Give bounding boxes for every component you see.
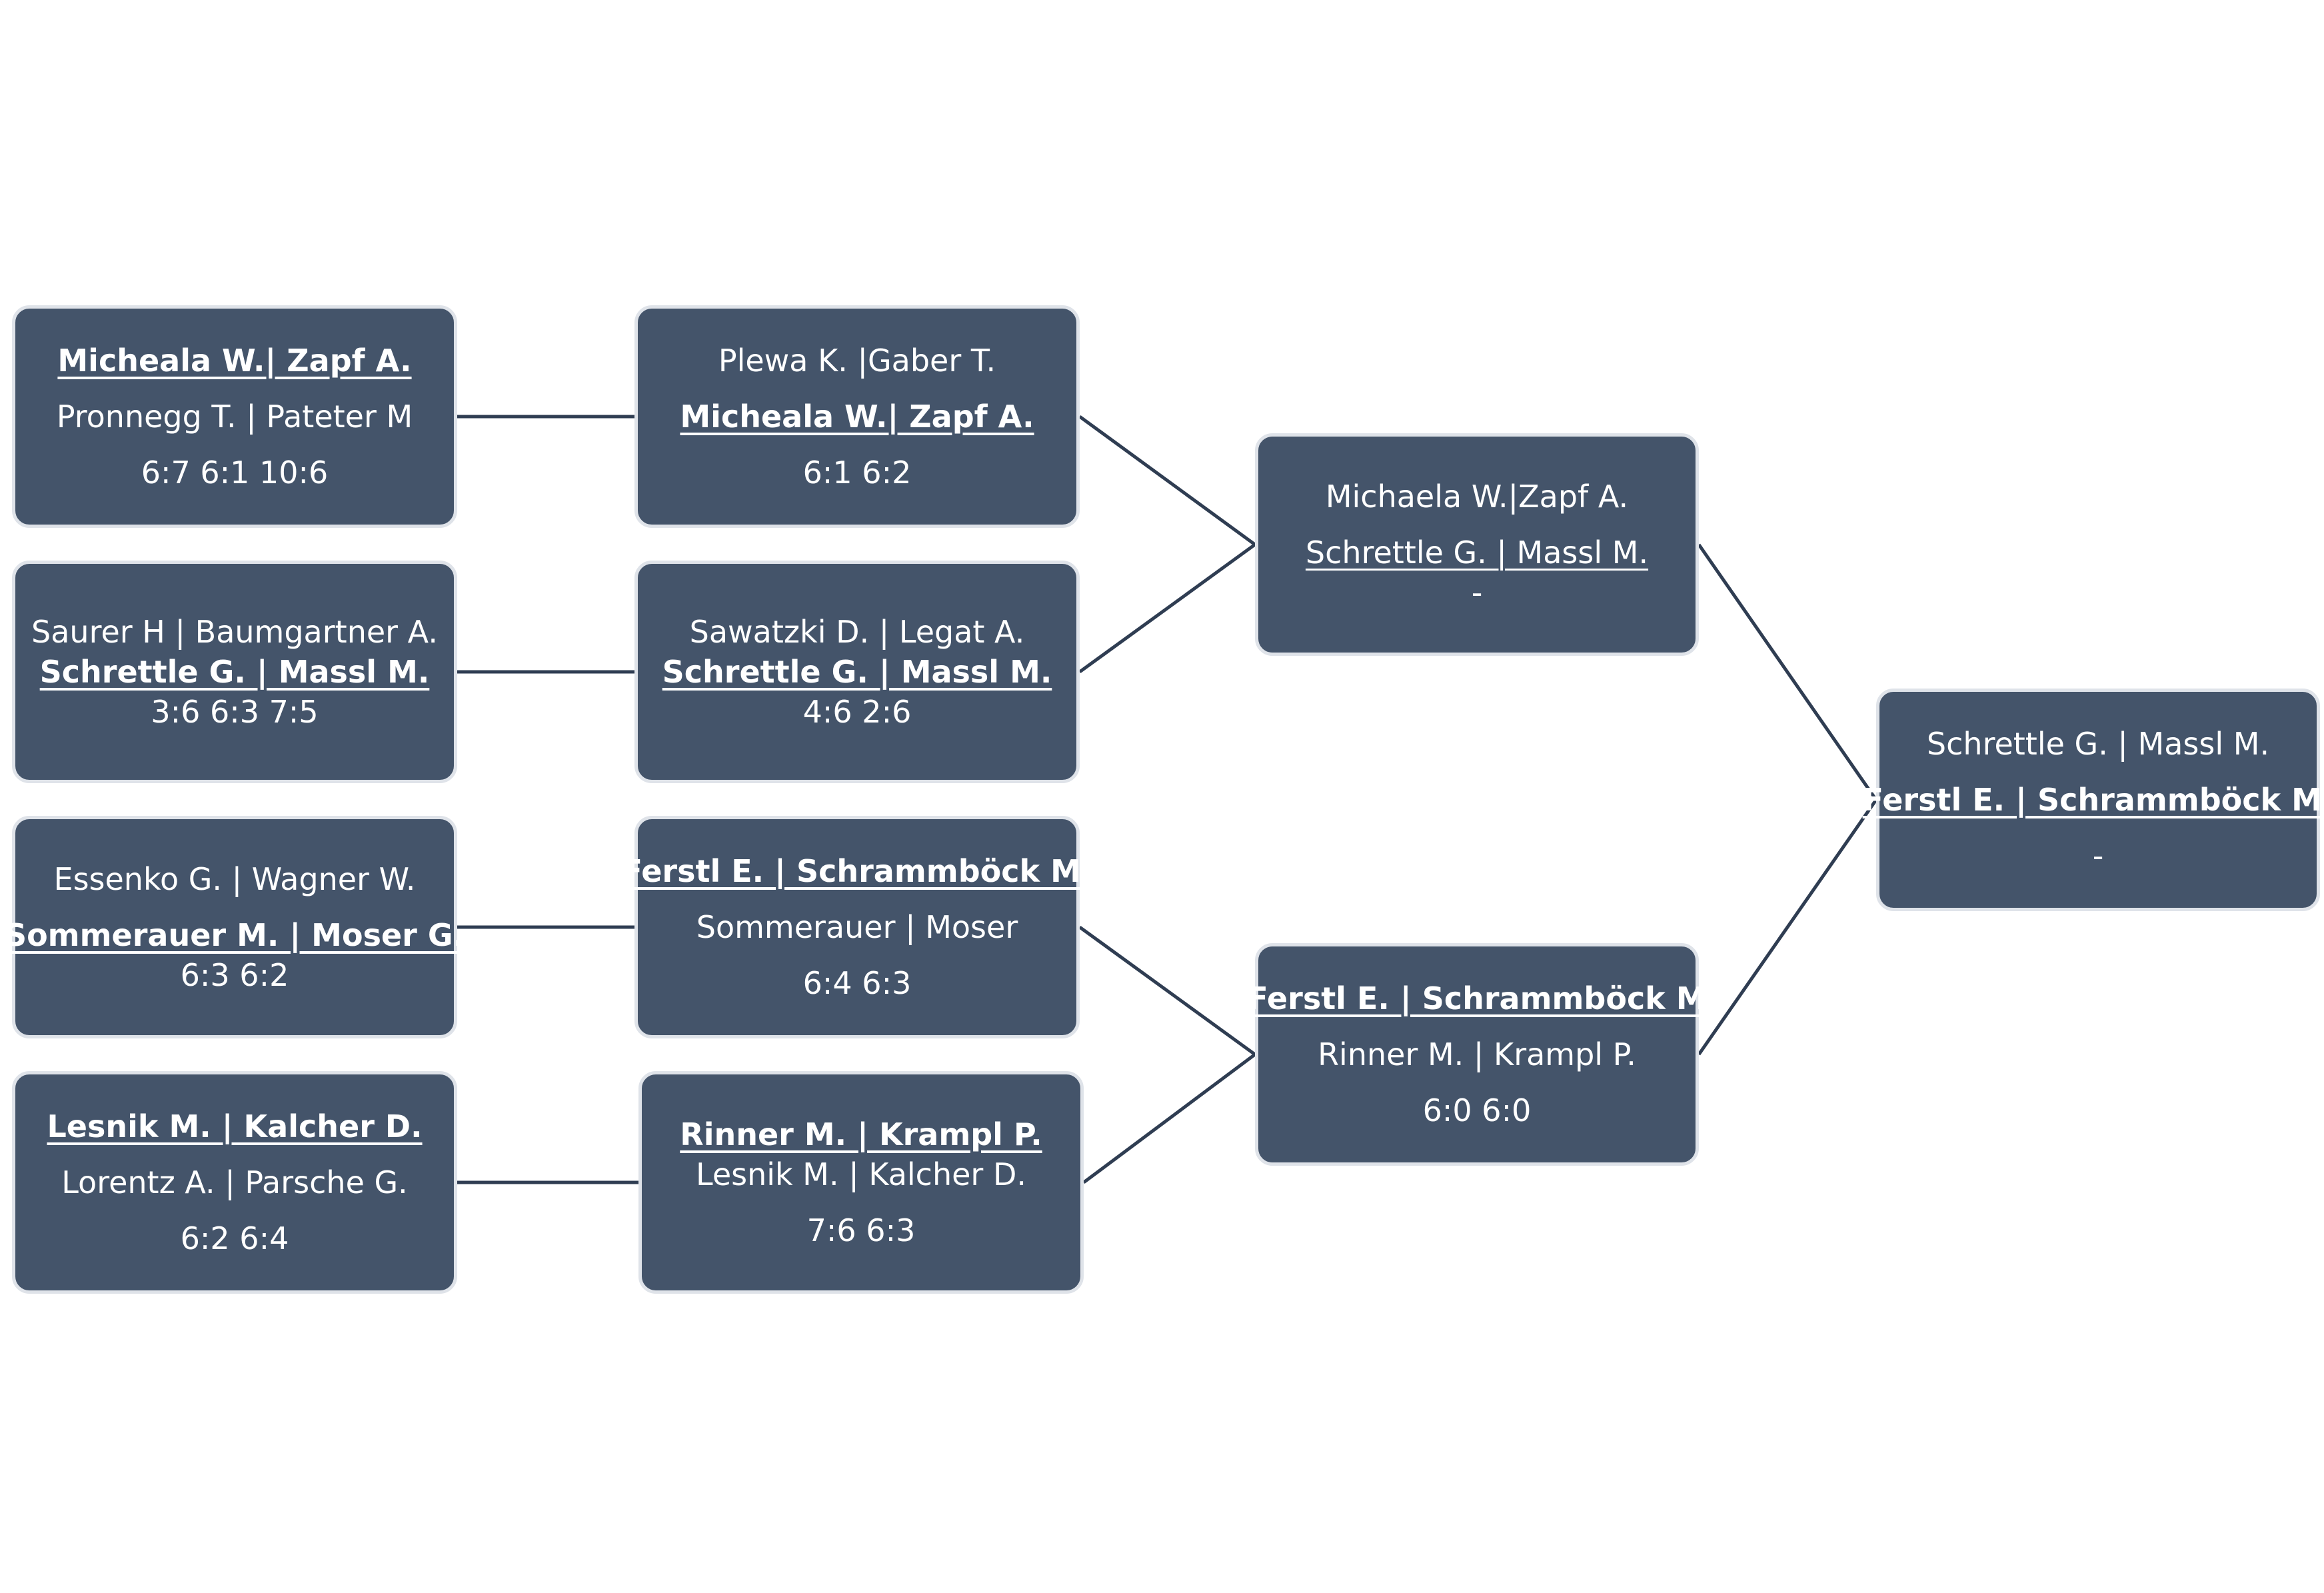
match-score: 6:0 6:0 [1422, 1092, 1532, 1128]
team-bottom: Schrettle G. | Massl M. [1305, 535, 1649, 571]
winner-team: Schrettle G. | Massl M. [662, 654, 1052, 690]
winner-team: Lesnik M. | Kalcher D. [47, 1108, 423, 1144]
match-score: 3:6 6:3 7:5 [151, 694, 319, 730]
connector-sf-m2 [1697, 798, 1878, 1056]
match-score: 4:6 2:6 [802, 694, 912, 730]
match-score: 6:4 6:3 [802, 965, 912, 1001]
match-r1-4: Lesnik M. | Kalcher D. Lorentz A. | Pars… [12, 1071, 457, 1294]
match-score: 6:2 6:4 [180, 1220, 289, 1256]
team-top: Schrettle G. | Massl M. [1926, 726, 2270, 762]
loser-team: Lesnik M. | Kalcher D. [696, 1156, 1026, 1192]
match-score: - [2092, 838, 2104, 874]
match-r1-1: Micheala W.| Zapf A. Pronnegg T. | Patet… [12, 305, 457, 528]
loser-team: Plewa K. |Gaber T. [718, 343, 996, 379]
match-sf-1: Michaela W.|Zapf A. Schrettle G. | Massl… [1255, 433, 1699, 656]
team-bottom: Ferstl E. | Schrammböck M. [1862, 782, 2324, 818]
match-score: 6:7 6:1 10:6 [141, 455, 329, 491]
connector-sf-m1 [1697, 543, 1878, 801]
match-final: Schrettle G. | Massl M. Ferstl E. | Schr… [1863, 689, 2324, 911]
connector-r2-m4 [1082, 1052, 1256, 1184]
winner-team: Micheala W.| Zapf A. [680, 399, 1034, 435]
loser-team: Sommerauer | Moser [696, 909, 1018, 945]
match-r2-1: Plewa K. |Gaber T. Micheala W.| Zapf A. … [634, 305, 1080, 528]
loser-team: Pronnegg T. | Pateter M [56, 399, 413, 435]
match-score: 7:6 6:3 [806, 1212, 916, 1248]
connector-r2-m1 [1078, 415, 1256, 547]
match-score: 6:1 6:2 [802, 455, 912, 491]
match-r1-2: Saurer H | Baumgartner A. Schrettle G. |… [12, 561, 457, 783]
winner-team: Rinner M. | Krampl P. [680, 1116, 1042, 1152]
match-r2-4: Rinner M. | Krampl P. Lesnik M. | Kalche… [638, 1071, 1084, 1294]
team-top: Michaela W.|Zapf A. [1325, 479, 1629, 515]
loser-team: Lorentz A. | Parsche G. [61, 1164, 408, 1200]
match-r1-3: Essenko G. | Wagner W. Sommerauer M. | M… [5, 816, 465, 1038]
winner-team: Ferstl E. | Schrammböck M [1247, 980, 1707, 1016]
loser-team: Saurer H | Baumgartner A. [31, 614, 438, 650]
loser-team: Rinner M. | Krampl P. [1318, 1036, 1636, 1072]
loser-team: Sawatzki D. | Legat A. [689, 614, 1025, 650]
connector-r2-m3 [1078, 925, 1256, 1056]
connector-r2-m2 [1078, 543, 1256, 674]
match-score: 6:3 6:2 [180, 957, 289, 993]
loser-team: Essenko G. | Wagner W. [53, 861, 416, 897]
match-score: - [1471, 575, 1483, 611]
match-r2-3: Ferstl E. | Schrammböck M. Sommerauer | … [622, 816, 1092, 1038]
winner-team: Schrettle G. | Massl M. [39, 654, 430, 690]
winner-team: Sommerauer M. | Moser G. [4, 917, 465, 953]
match-r2-2: Sawatzki D. | Legat A. Schrettle G. | Ma… [634, 561, 1080, 783]
winner-team: Ferstl E. | Schrammböck M. [621, 853, 1093, 889]
match-sf-2: Ferstl E. | Schrammböck M Rinner M. | Kr… [1247, 943, 1707, 1166]
winner-team: Micheala W.| Zapf A. [57, 343, 412, 379]
